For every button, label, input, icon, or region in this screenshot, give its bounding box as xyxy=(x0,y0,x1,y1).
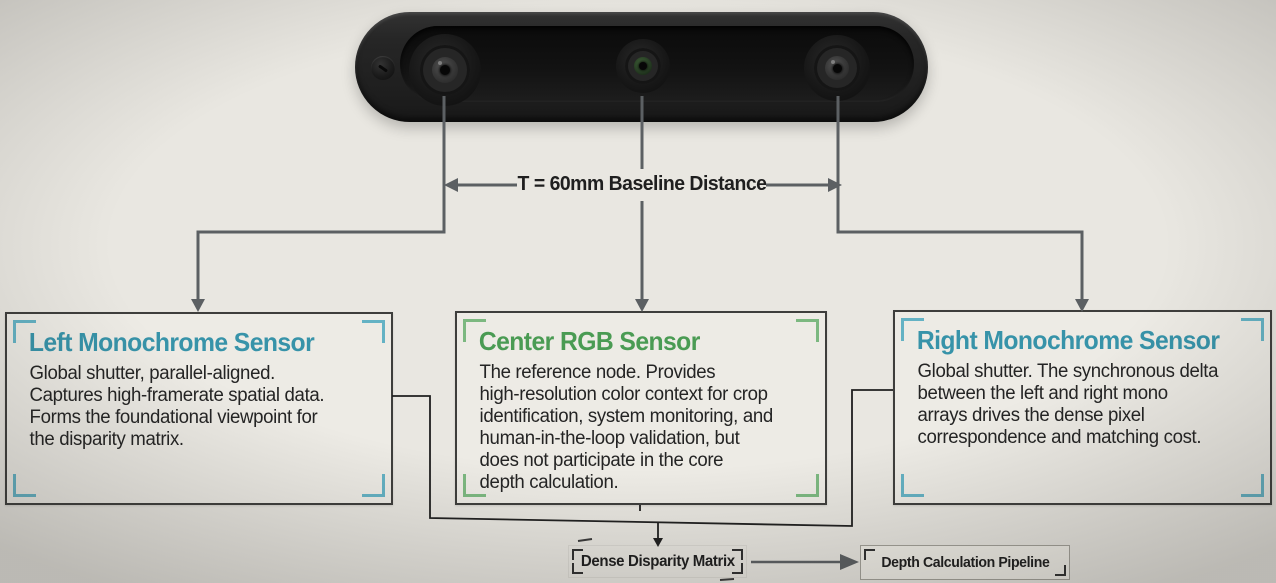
left-arrowhead-icon xyxy=(191,299,205,312)
dense-disparity-matrix-box: Dense Disparity Matrix xyxy=(568,545,747,578)
corner-bracket xyxy=(362,320,385,343)
left-sensor-description: Global shutter, parallel-aligned. Captur… xyxy=(29,363,325,450)
corner-bracket xyxy=(901,318,924,341)
stray-mark xyxy=(577,538,593,542)
left-sensor-title: Left Monochrome Sensor xyxy=(28,327,315,357)
corner-bracket xyxy=(732,563,743,574)
right-sensor-description: Global shutter. The synchronous delta be… xyxy=(917,361,1219,448)
screw-icon xyxy=(371,56,395,80)
center-sensor-description: The reference node. Provides high-resolu… xyxy=(479,362,774,493)
depth-calculation-pipeline-label: Depth Calculation Pipeline xyxy=(880,554,1050,571)
right-sensor-title: Right Monochrome Sensor xyxy=(916,325,1220,355)
lens-glint xyxy=(831,60,835,64)
baseline-right-arrowhead-icon xyxy=(828,178,842,192)
corner-bracket xyxy=(362,474,385,497)
depth-calculation-pipeline-box: Depth Calculation Pipeline xyxy=(860,545,1070,580)
center-lens-icon xyxy=(616,39,670,93)
left-lens-icon xyxy=(409,34,481,106)
right-sensor-box: Right Monochrome Sensor Global shutter. … xyxy=(893,310,1272,505)
right-lens-icon xyxy=(804,35,870,101)
baseline-distance-label: T = 60mm Baseline Distance xyxy=(517,173,767,195)
right-lens-connector xyxy=(836,96,1084,299)
stray-mark xyxy=(719,578,735,581)
corner-bracket xyxy=(572,563,583,574)
right-lens-pupil xyxy=(833,64,842,73)
baseline-left-arrowhead-icon xyxy=(444,178,458,192)
left-lens-pupil xyxy=(440,65,450,75)
corner-bracket xyxy=(901,474,924,497)
corner-bracket xyxy=(463,319,486,342)
corner-bracket xyxy=(1241,474,1264,497)
corner-bracket xyxy=(572,549,583,560)
corner-bracket xyxy=(732,549,743,560)
center-sensor-box: Center RGB Sensor The reference node. Pr… xyxy=(455,311,827,505)
dense-disparity-matrix-label: Dense Disparity Matrix xyxy=(580,552,735,570)
corner-bracket xyxy=(1055,565,1066,576)
corner-bracket xyxy=(796,319,819,342)
corner-bracket xyxy=(13,474,36,497)
corner-bracket xyxy=(13,320,36,343)
lens-glint xyxy=(438,61,442,65)
center-sensor-title: Center RGB Sensor xyxy=(478,326,700,356)
corner-bracket xyxy=(864,549,875,560)
left-sensor-box: Left Monochrome Sensor Global shutter, p… xyxy=(5,312,393,505)
corner-bracket xyxy=(1241,318,1264,341)
center-lens-pupil xyxy=(639,62,647,70)
left-lens-connector xyxy=(196,96,446,299)
depth-arrowhead-icon xyxy=(840,554,859,570)
